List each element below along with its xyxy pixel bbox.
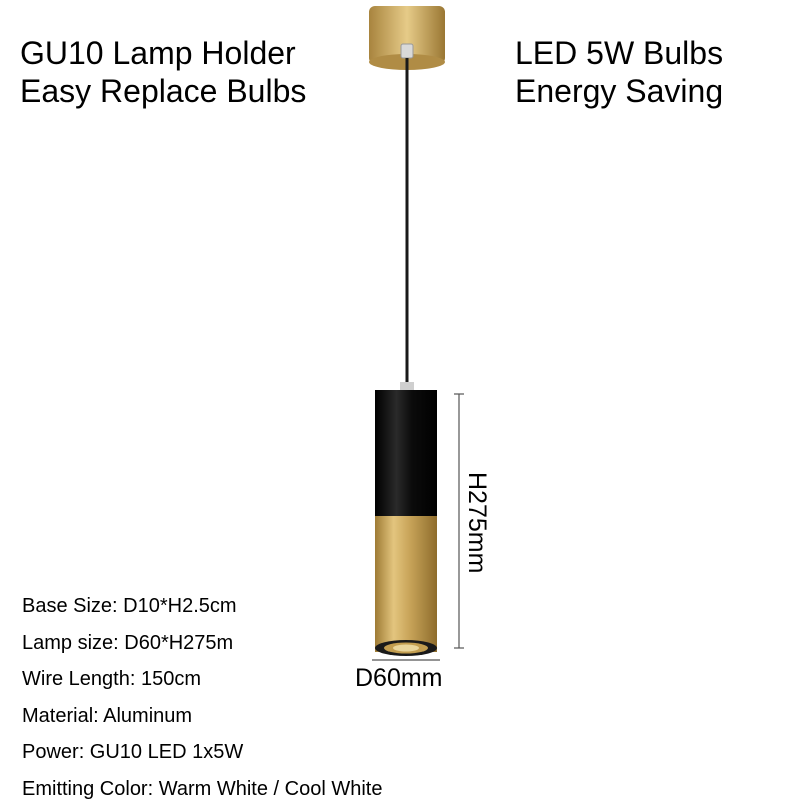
spec-lamp-size: Lamp size: D60*H275m — [22, 625, 382, 662]
spec-list: Base Size: D10*H2.5cm Lamp size: D60*H27… — [22, 588, 382, 807]
spec-emitting-color: Emitting Color: Warm White / Cool White — [22, 771, 382, 807]
spec-base-size: Base Size: D10*H2.5cm — [22, 588, 382, 625]
spec-material: Material: Aluminum — [22, 698, 382, 735]
height-dimension-label: H275mm — [462, 472, 491, 573]
spec-power: Power: GU10 LED 1x5W — [22, 734, 382, 771]
lamp-body — [375, 382, 437, 656]
spec-wire-length: Wire Length: 150cm — [22, 661, 382, 698]
